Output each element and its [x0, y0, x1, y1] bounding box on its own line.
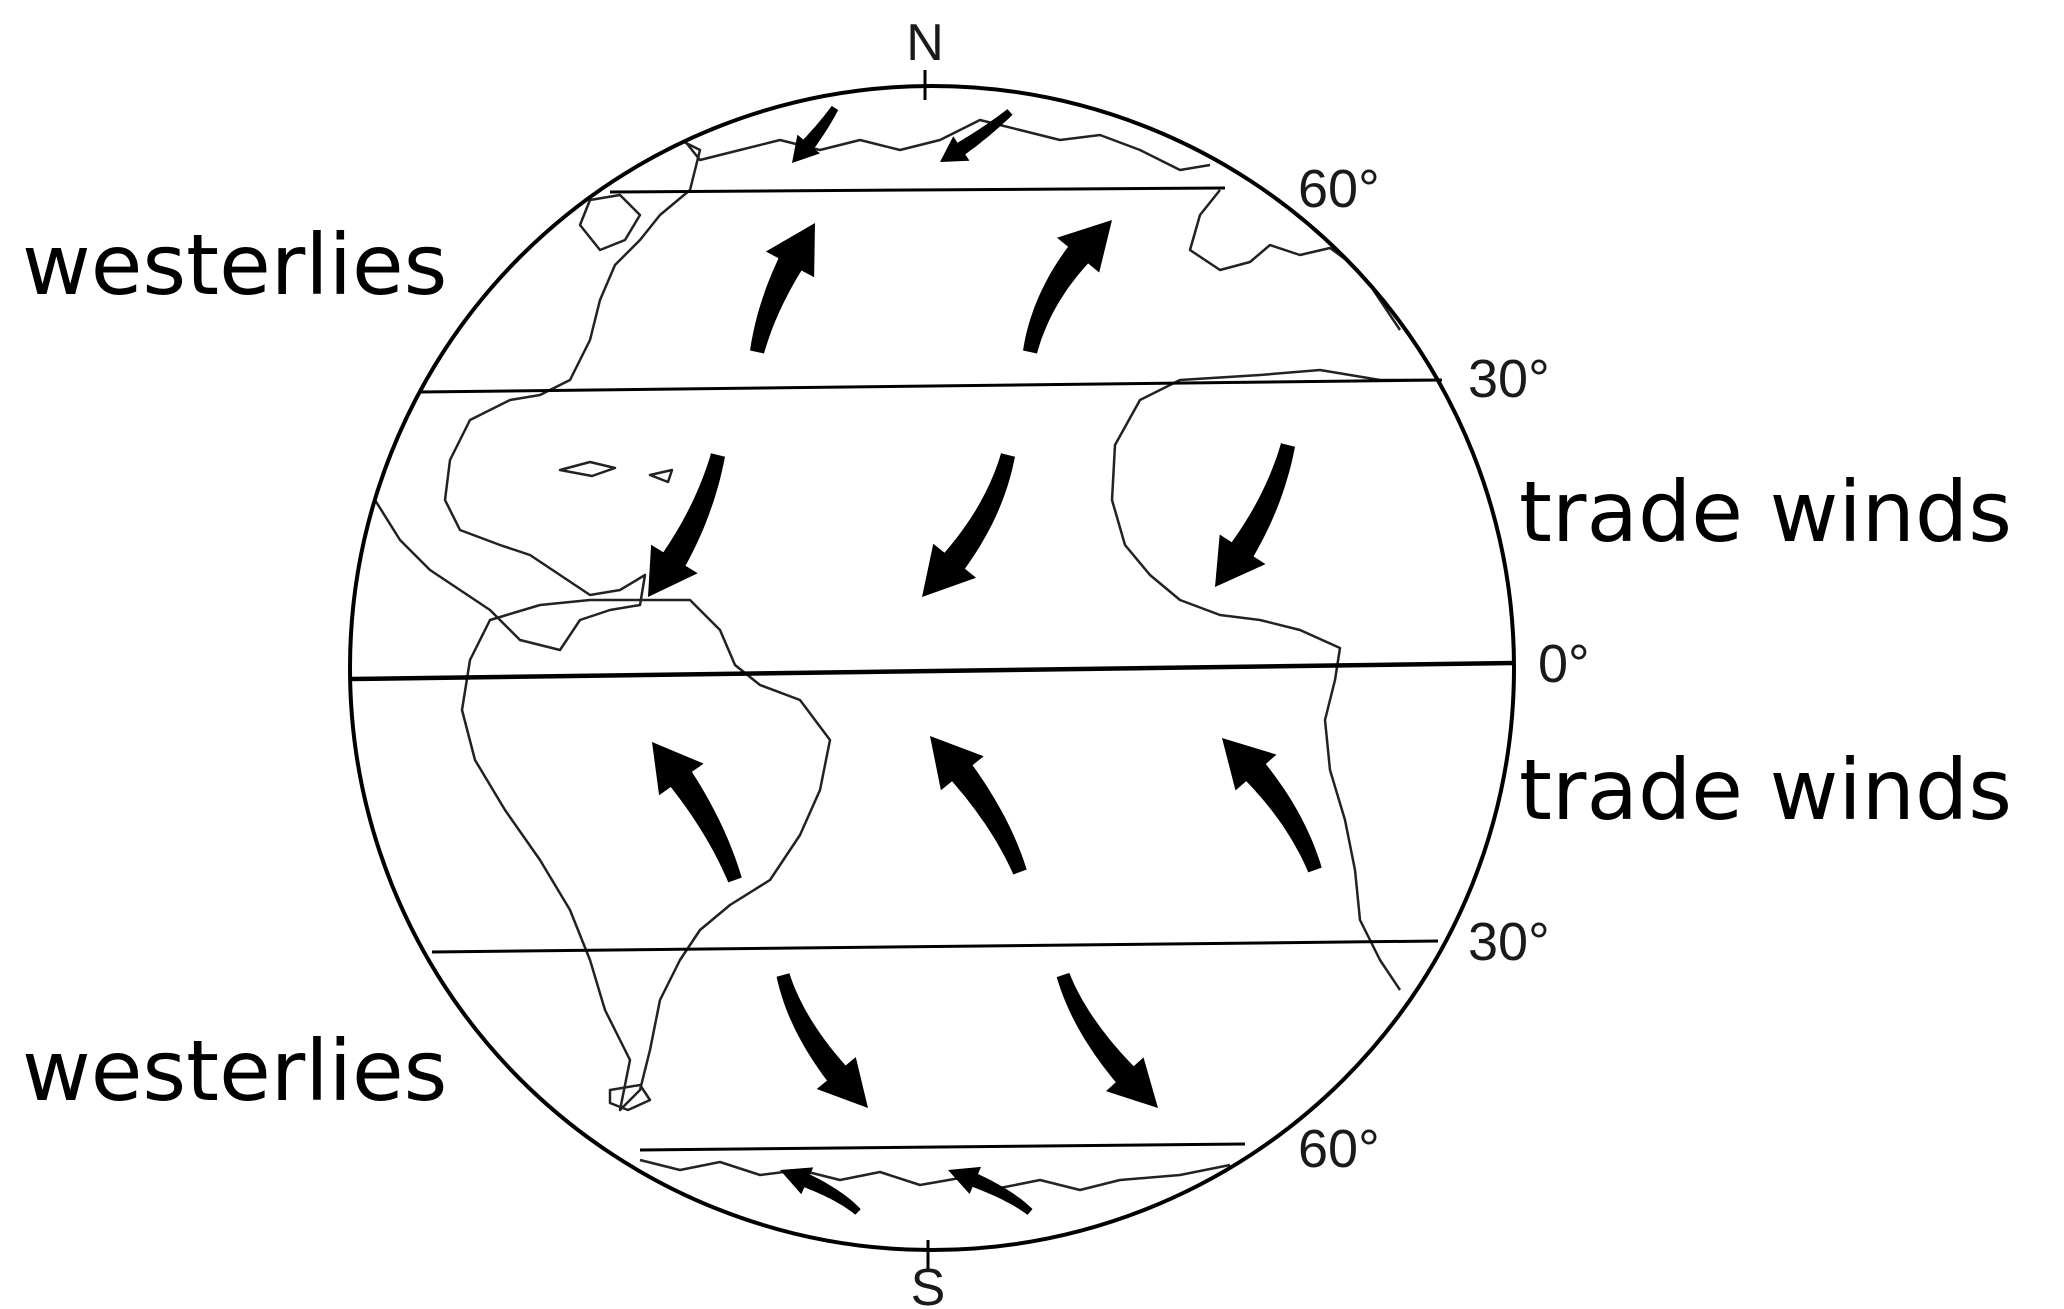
wind-arrow-trade-north-3: [1215, 443, 1295, 587]
wind-arrow-trade-north-2: [922, 453, 1015, 597]
greenland-outline: [578, 193, 642, 252]
wind-arrow-polar-south-2: [948, 1166, 1033, 1215]
north-polar-land: [639, 118, 1211, 172]
globe-outline: [348, 84, 1516, 1252]
wind-arrow-westerly-north-1: [750, 223, 815, 354]
latitude-line-north-30: [419, 378, 1443, 394]
tierra-del-fuego: [608, 1083, 652, 1112]
latitude-line-south-30: [431, 939, 1439, 954]
africa-outline: [1110, 368, 1430, 991]
antarctica-outline: [639, 1158, 1231, 1192]
wind-arrow-polar-south-1: [780, 1167, 861, 1215]
latitude-label-equator: 0°: [1538, 634, 1590, 694]
wind-arrow-westerly-south-2: [1056, 972, 1158, 1108]
latitude-label-north-30: 30°: [1468, 349, 1550, 409]
north-label: N: [906, 14, 944, 72]
latitude-line-equator: [351, 660, 1515, 682]
latitude-label-north-60: 60°: [1298, 159, 1380, 219]
band-label-south-trade-winds: trade winds: [1519, 741, 2012, 839]
band-label-south-westerlies: westerlies: [22, 1022, 447, 1120]
wind-arrow-westerly-south-1: [776, 973, 868, 1108]
wind-arrows: [648, 105, 1322, 1215]
band-label-north-westerlies: westerlies: [22, 216, 447, 314]
wind-arrow-trade-south-1: [652, 742, 742, 883]
wind-arrow-trade-north-1: [648, 453, 725, 597]
wind-arrow-polar-east-1: [792, 105, 839, 163]
north-america-outline: [373, 118, 702, 652]
wind-arrow-westerly-north-2: [1023, 220, 1112, 354]
latitude-line-south-60: [639, 1142, 1246, 1152]
wind-arrow-trade-south-3: [1222, 738, 1322, 873]
latitude-label-south-30: 30°: [1468, 912, 1550, 972]
latitude-label-south-60: 60°: [1298, 1119, 1380, 1179]
south-america-outline: [460, 598, 832, 1112]
latitude-line-north-60: [609, 186, 1226, 194]
band-label-north-trade-winds: trade winds: [1519, 463, 2012, 561]
south-label: S: [911, 1259, 946, 1309]
caribbean-islands: [558, 460, 674, 484]
wind-arrow-polar-east-2: [940, 109, 1013, 162]
wind-arrow-trade-south-2: [930, 736, 1027, 875]
continent-outlines: [373, 118, 1430, 1192]
